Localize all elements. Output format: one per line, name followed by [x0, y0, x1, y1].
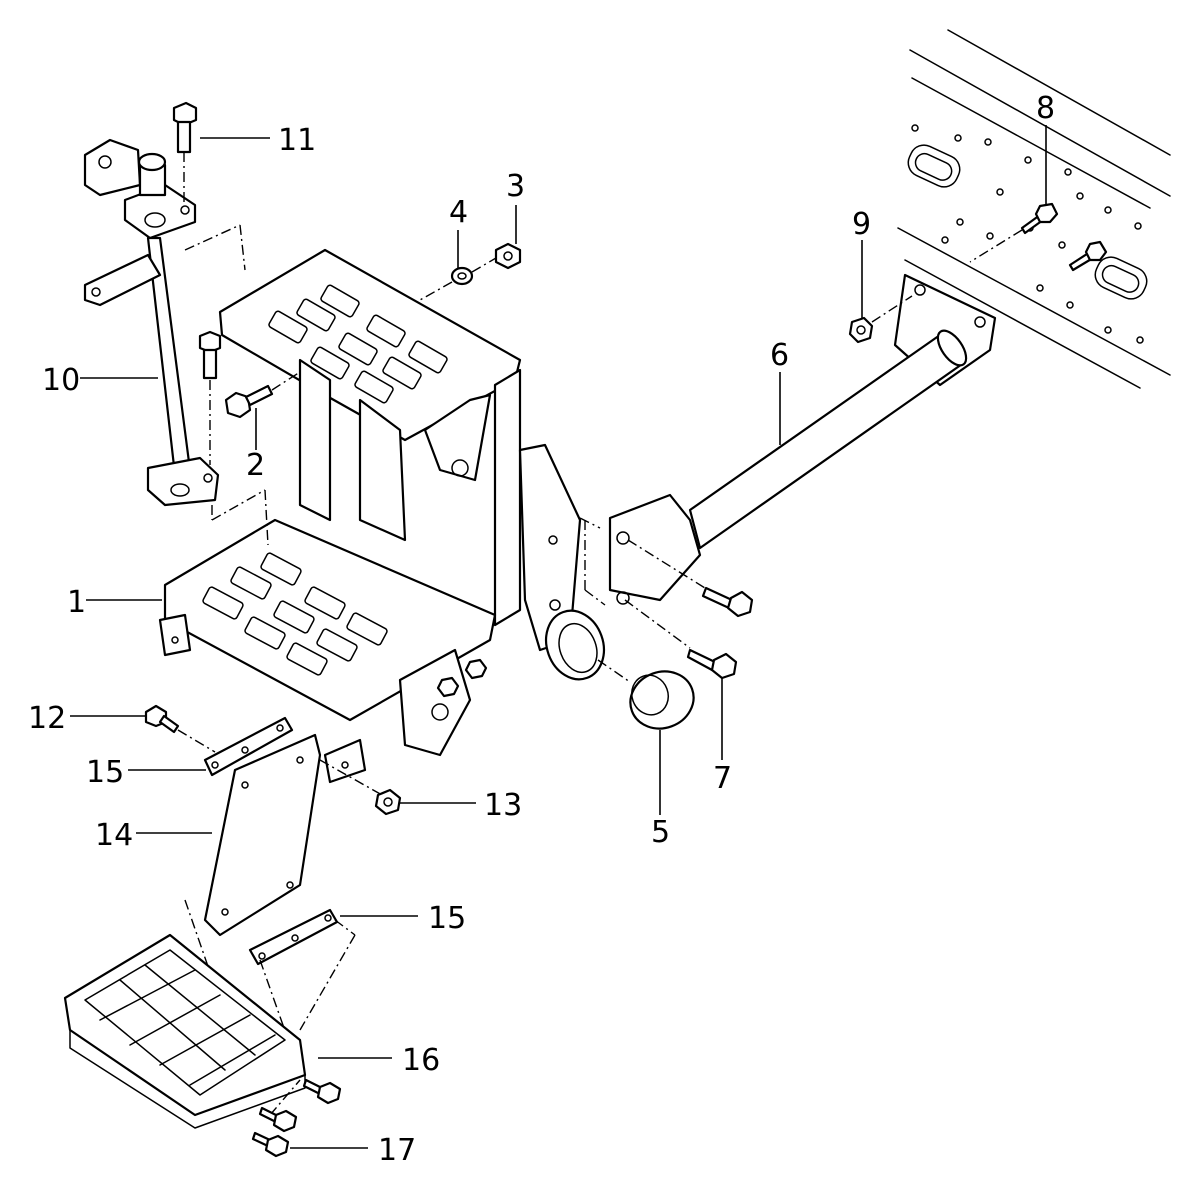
callout-15-upper: 15: [86, 755, 124, 790]
callout-labels: 1 2 3 4 5 6 7 8 9 10 11 12 13 14 15 15 1…: [28, 91, 1055, 1168]
leader-lines: [70, 125, 1047, 1149]
part-7-bolts: [579, 517, 754, 680]
callout-10: 10: [42, 363, 80, 398]
callout-9: 9: [852, 207, 871, 242]
callout-16: 16: [402, 1043, 440, 1078]
bolt-upright: [198, 330, 222, 465]
callout-11: 11: [278, 123, 316, 158]
callout-17: 17: [378, 1133, 416, 1168]
part-9-nut: [848, 295, 913, 344]
part-6-cross-tube: [608, 273, 997, 605]
part-5-cap: [597, 659, 695, 730]
callout-5: 5: [651, 815, 670, 850]
part-11-bolt: [172, 101, 198, 205]
part-14-plate: [203, 733, 383, 937]
callout-1: 1: [67, 585, 86, 620]
callout-7: 7: [713, 761, 732, 796]
part-16-step-tread: [63, 933, 307, 1129]
part-15-strap-upper: [203, 716, 294, 777]
part-12-bolt: [144, 704, 216, 753]
callout-4: 4: [449, 195, 468, 230]
part-10-support-post: [83, 138, 269, 546]
part-13-nut: [374, 788, 402, 816]
callout-3: 3: [506, 169, 525, 204]
callout-15-lower: 15: [428, 901, 466, 936]
callout-8: 8: [1036, 91, 1055, 126]
callout-2: 2: [246, 448, 265, 483]
part-17-bolts: [251, 1078, 342, 1158]
part-3-nut: [494, 242, 522, 270]
callout-12: 12: [28, 701, 66, 736]
part-4-washer: [419, 257, 497, 301]
callout-14: 14: [95, 818, 133, 853]
part-1-step-bracket: [158, 248, 606, 784]
callout-13: 13: [484, 788, 522, 823]
part-8-bolts: [969, 202, 1108, 272]
callout-6: 6: [770, 338, 789, 373]
part-2-bolt: [224, 371, 301, 419]
